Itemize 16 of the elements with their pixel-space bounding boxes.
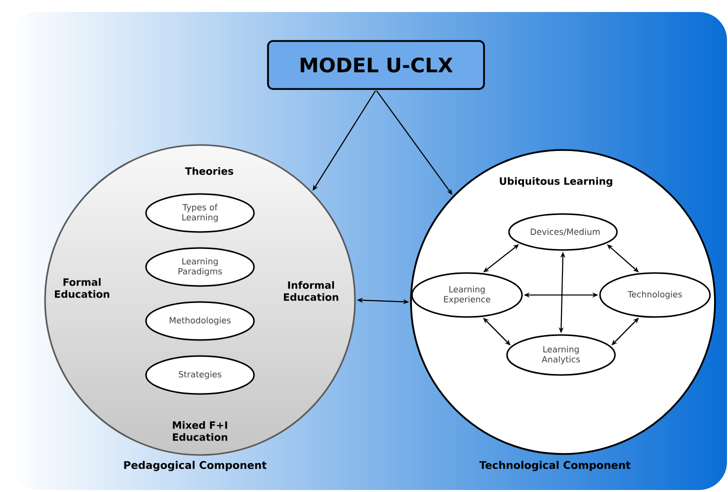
component-label: Technological Component (479, 460, 630, 472)
ellipse-node: Devices/Medium (508, 213, 618, 251)
title-box: MODEL U-CLX (267, 40, 485, 90)
ellipse-node: Types of Learning (145, 193, 255, 233)
ellipse-node: Learning Analytics (506, 334, 616, 376)
circle-heading: Informal Education (284, 281, 338, 301)
ellipse-node: Technologies (599, 272, 711, 318)
ellipse-node: Strategies (145, 355, 255, 395)
circle-heading: Theories (185, 167, 234, 175)
ellipse-node: Learning Experience (411, 272, 523, 318)
circle-heading: Formal Education (54, 278, 110, 298)
ellipse-node: Learning Paradigms (145, 247, 255, 287)
circle-heading: Mixed F+I Education (172, 421, 228, 441)
ellipse-node: Methodologies (145, 301, 255, 341)
circle-heading: Ubiquitous Learning (500, 177, 612, 187)
component-label: Pedagogical Component (124, 460, 267, 472)
